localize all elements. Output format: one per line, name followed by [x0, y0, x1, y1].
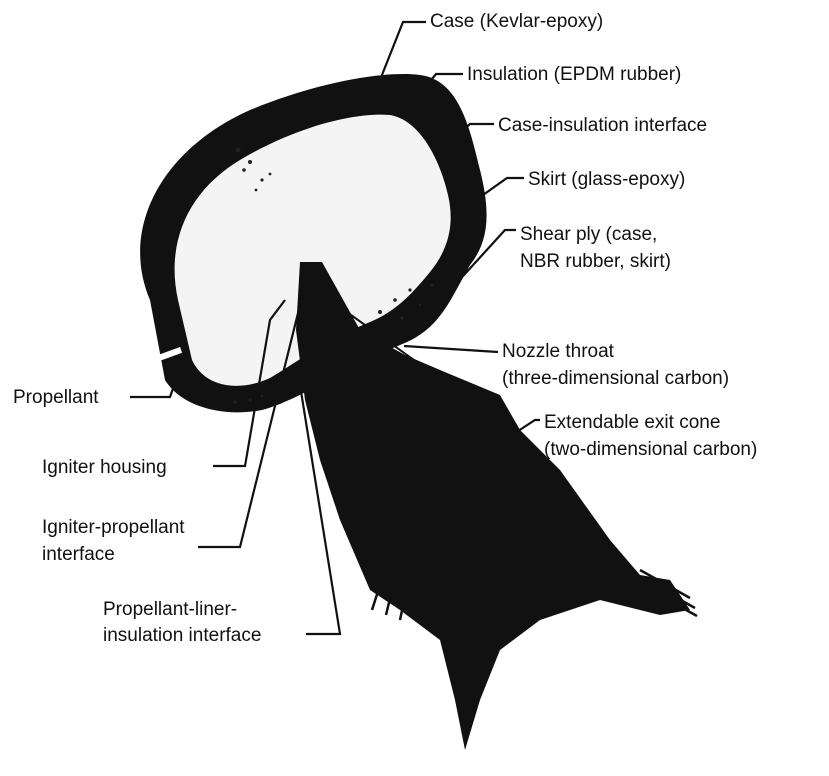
case-port-notch [205, 110, 222, 124]
leader-skirt [483, 178, 524, 195]
label-nozzle-throat-line2: (three-dimensional carbon) [502, 368, 729, 389]
label-nozzle-throat-line1: Nozzle throat [502, 341, 615, 362]
nozzle-exit-cone [296, 262, 690, 750]
label-propellant: Propellant [13, 387, 99, 408]
label-igniter-propellant-interface-line1: Igniter-propellant [42, 517, 185, 538]
label-case: Case (Kevlar-epoxy) [430, 11, 603, 32]
label-insulation: Insulation (EPDM rubber) [467, 64, 681, 85]
label-exit-cone-line1: Extendable exit cone [544, 412, 720, 433]
leader-nozzle-throat [404, 346, 498, 352]
label-shear-ply-line2: NBR rubber, skirt) [520, 251, 671, 272]
label-igniter-housing: Igniter housing [42, 457, 167, 478]
label-skirt: Skirt (glass-epoxy) [528, 169, 685, 190]
label-case-insulation-interface: Case-insulation interface [498, 115, 707, 136]
label-igniter-propellant-interface-line2: interface [42, 544, 115, 565]
label-propellant-liner-insulation-interface-line1: Propellant-liner- [103, 599, 237, 620]
label-shear-ply-line1: Shear ply (case, [520, 224, 657, 245]
label-exit-cone-line2: (two-dimensional carbon) [544, 439, 757, 460]
label-propellant-liner-insulation-interface-line2: insulation interface [103, 625, 261, 646]
